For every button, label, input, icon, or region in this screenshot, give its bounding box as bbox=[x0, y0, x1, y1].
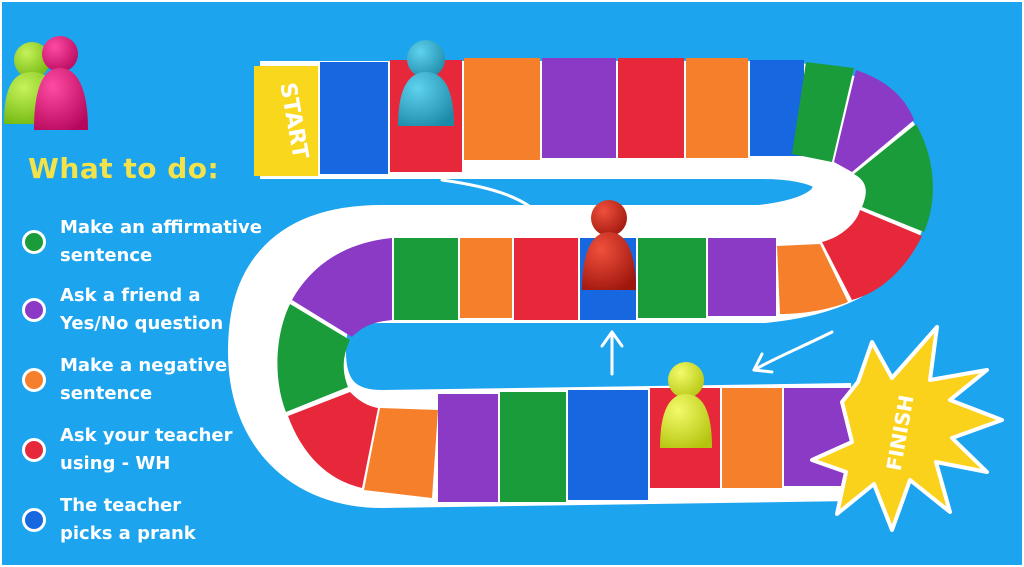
legend-title: What to do: bbox=[28, 152, 220, 185]
board-space[interactable] bbox=[320, 62, 388, 174]
legend-text: Ask your teacher using - WH bbox=[60, 425, 233, 474]
arrow-down-left-icon bbox=[752, 330, 834, 372]
board-space[interactable] bbox=[722, 388, 782, 488]
legend-text: Make a negative sentence bbox=[60, 355, 228, 404]
board-space[interactable] bbox=[792, 62, 854, 162]
board-space[interactable] bbox=[638, 238, 706, 318]
red-circle-icon bbox=[22, 438, 46, 462]
board-space[interactable] bbox=[822, 210, 922, 300]
legend-text: The teacher picks a prank bbox=[60, 495, 196, 544]
arrow-head bbox=[600, 330, 624, 348]
green-circle-icon bbox=[22, 230, 46, 254]
board-space[interactable] bbox=[777, 244, 848, 314]
legend-text: Ask a friend a Yes/No question bbox=[60, 285, 224, 334]
legend-text: Make an affirmative sentence bbox=[60, 217, 262, 266]
red-pawn-icon[interactable] bbox=[582, 200, 636, 290]
legend-item-green: Make an affirmative sentence bbox=[22, 214, 300, 270]
arrow-down-right-icon bbox=[440, 178, 552, 226]
board-space[interactable] bbox=[568, 390, 648, 500]
blue-circle-icon bbox=[22, 508, 46, 532]
board-space[interactable] bbox=[364, 408, 438, 498]
board-space[interactable] bbox=[460, 238, 512, 318]
board-space[interactable] bbox=[500, 392, 566, 502]
direction-arrows bbox=[440, 178, 834, 376]
board-space[interactable] bbox=[514, 238, 578, 320]
arrow-head bbox=[532, 206, 552, 226]
teal-pawn-icon[interactable] bbox=[398, 40, 454, 126]
legend-item-blue: The teacher picks a prank bbox=[22, 492, 300, 548]
board-space[interactable] bbox=[438, 394, 498, 502]
board-space[interactable] bbox=[834, 70, 914, 172]
legend-item-red: Ask your teacher using - WH bbox=[22, 422, 300, 478]
legend-item-purple: Ask a friend a Yes/No question bbox=[22, 282, 300, 338]
purple-circle-icon bbox=[22, 298, 46, 322]
board-space[interactable] bbox=[542, 58, 616, 158]
pink-pawn-icon[interactable] bbox=[34, 36, 88, 130]
arrow-head bbox=[752, 352, 774, 374]
legend-item-orange: Make a negative sentence bbox=[22, 352, 300, 408]
lime-pawn-icon[interactable] bbox=[660, 362, 712, 448]
board-space[interactable] bbox=[618, 58, 684, 158]
board-space[interactable] bbox=[708, 238, 776, 316]
orange-circle-icon bbox=[22, 368, 46, 392]
finish-space[interactable] bbox=[810, 325, 1004, 532]
start-space[interactable] bbox=[254, 66, 318, 176]
board-space[interactable] bbox=[288, 392, 378, 488]
board-space[interactable] bbox=[277, 304, 350, 412]
board-space[interactable] bbox=[464, 58, 540, 160]
board-space[interactable] bbox=[854, 124, 933, 232]
board-space[interactable] bbox=[292, 238, 392, 337]
board-space[interactable] bbox=[686, 58, 748, 158]
board-space[interactable] bbox=[394, 238, 458, 320]
